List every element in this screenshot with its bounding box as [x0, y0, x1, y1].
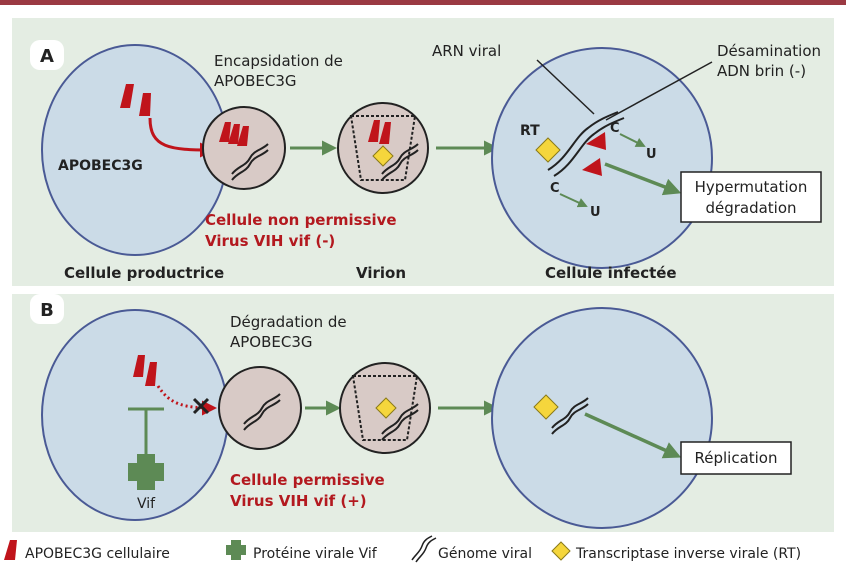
blocked-encapsidation-arrow — [156, 385, 217, 416]
panel-b-letter: B — [40, 300, 54, 321]
rt-diamond-b — [533, 394, 559, 420]
column-label-virion: Virion — [356, 264, 406, 282]
encapsidation-arrow — [148, 117, 215, 158]
virion-capsid-a — [349, 115, 417, 181]
vif-label: Vif — [137, 496, 156, 512]
hypermutation-line1: Hypermutation — [695, 178, 808, 196]
column-label-producer: Cellule productrice — [64, 264, 224, 282]
replication-label: Réplication — [694, 449, 777, 467]
c-to-u-arrow-bottom — [559, 193, 588, 208]
legend-rt-icon — [551, 541, 571, 561]
vif-protein-cross — [128, 454, 164, 490]
degradation-label-line1: Dégradation de — [230, 313, 347, 331]
panel-a-letter: A — [40, 46, 54, 67]
block-x-mark — [192, 397, 210, 415]
encapsidation-label-line1: Encapsidation de — [214, 52, 343, 70]
apobec3g-marker-a — [120, 84, 151, 116]
infected-cell-b — [491, 307, 713, 529]
panel-b-badge — [30, 294, 64, 324]
non-permissive-line2: Virus VIH vif (-) — [205, 232, 335, 250]
legend: APOBEC3G cellulaire Protéine virale Vif … — [4, 535, 801, 563]
virion-capsid-b — [351, 375, 419, 441]
arrow-to-replication — [584, 412, 682, 459]
encapsidation-label-line2: APOBEC3G — [214, 72, 297, 90]
deamination-pointer — [605, 61, 713, 121]
budding-particle-b — [218, 366, 302, 450]
uridine-label-bottom: U — [590, 205, 601, 220]
c-to-u-arrow-top — [619, 133, 646, 147]
degradation-label-line2: APOBEC3G — [230, 333, 313, 351]
producer-protein-label: APOBEC3G — [58, 158, 143, 174]
deamination-label-line1: Désamination — [717, 42, 821, 60]
apobec3g-deaminase-1 — [586, 132, 606, 150]
rt-label: RT — [520, 123, 540, 139]
budding-particle-a — [202, 106, 286, 190]
viral-rna-label: ARN viral — [432, 42, 501, 60]
cytidine-label-bottom: C — [550, 181, 560, 196]
producer-cell-b — [41, 309, 229, 521]
legend-genome-icon — [411, 535, 433, 561]
apobec3g-marker-b — [133, 355, 157, 386]
arrow-to-hypermutation — [604, 162, 682, 196]
legend-vif-label: Protéine virale Vif — [253, 546, 378, 562]
legend-apobec-icon — [4, 540, 17, 560]
infected-cell-a — [491, 47, 713, 269]
top-rule — [0, 0, 846, 5]
hypermutation-line2: dégradation — [705, 199, 796, 217]
panel-a-badge — [30, 40, 64, 70]
panel-a: A APOBEC3G Encapsidation de APOBEC3G ARN… — [30, 40, 822, 269]
permissive-line2: Virus VIH vif (+) — [230, 492, 367, 510]
apobec3g-in-particle — [219, 122, 249, 146]
legend-genome-label: Génome viral — [438, 546, 532, 562]
viral-rna-strand — [547, 111, 619, 171]
legend-vif-icon — [226, 540, 246, 560]
permissive-line1: Cellule permissive — [230, 471, 385, 489]
deamination-label-line2: ADN brin (-) — [717, 62, 806, 80]
non-permissive-line1: Cellule non permissive — [205, 211, 397, 229]
cytidine-label-top: C — [610, 121, 620, 136]
viral-rna-pointer — [536, 59, 595, 115]
panel-b: B Vif Dégradation de APOBEC3G Réplic — [30, 294, 792, 529]
hypermutation-box — [680, 171, 822, 223]
uridine-label-top: U — [646, 147, 657, 162]
legend-rt-label: Transcriptase inverse virale (RT) — [575, 546, 801, 562]
column-label-infected: Cellule infectée — [545, 264, 677, 282]
legend-apobec-label: APOBEC3G cellulaire — [25, 546, 170, 562]
rt-in-virion-b — [375, 397, 397, 419]
apobec3g-deaminase-2 — [582, 158, 602, 176]
replication-box — [680, 441, 792, 475]
rt-diamond-a — [535, 137, 561, 163]
rt-in-virion-a — [372, 145, 394, 167]
apobec3g-in-virion — [368, 120, 391, 144]
dna-minus-strand — [553, 117, 625, 177]
